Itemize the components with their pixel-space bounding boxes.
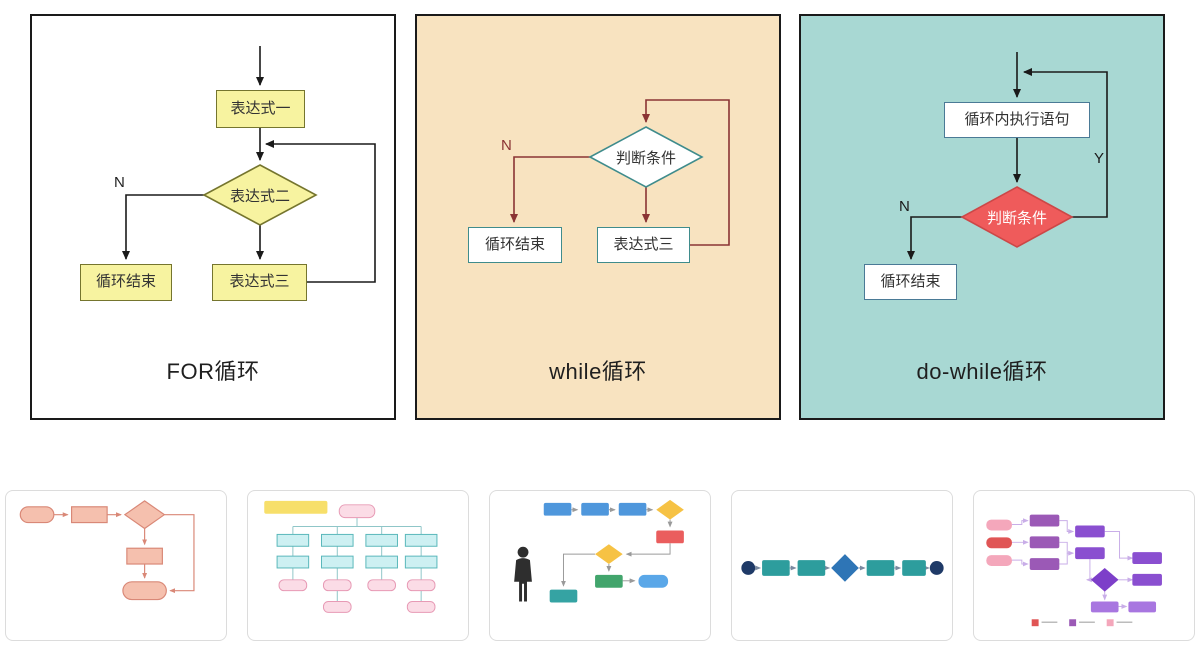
arrow-loop-back-y <box>1023 68 1108 218</box>
node-loop-end: 循环结束 <box>468 227 562 263</box>
branch-n-label: N <box>899 198 910 215</box>
node-loop-body: 循环内执行语句 <box>944 102 1090 138</box>
gallery-item-purple-flowchart[interactable] <box>973 490 1195 641</box>
diamond-expr2 <box>202 164 318 226</box>
branch-y-label: Y <box>1094 150 1105 167</box>
panel-do-while-loop: 循环内执行语句 判断条件 循环结束 N Y do-while循环 <box>799 14 1165 420</box>
legend-row <box>1031 619 1133 627</box>
arrow-loop-back <box>642 99 730 246</box>
diamond-condition <box>588 126 704 188</box>
panel-while-loop: 判断条件 循环结束 表达式三 N while循环 <box>415 14 781 420</box>
gallery-item-horizontal-pipeline[interactable] <box>731 490 953 641</box>
panel-for-loop: 表达式一 表达式二 循环结束 表达式三 N FOR循环 <box>30 14 396 420</box>
chart-title-badge <box>264 500 328 514</box>
gallery-item-salmon-flowchart[interactable] <box>5 490 227 641</box>
do-while-loop-connectors <box>907 52 1108 260</box>
arrow-branch-n <box>510 156 590 223</box>
node-expr1: 表达式一 <box>216 90 305 128</box>
person-figure <box>514 546 532 602</box>
root-node <box>338 504 376 519</box>
arrow-branch-n <box>907 216 962 260</box>
node-expr3: 表达式三 <box>597 227 690 263</box>
diamond-condition <box>960 186 1074 248</box>
template-gallery <box>5 490 1195 641</box>
for-loop-connectors <box>122 46 376 283</box>
branch-n-label: N <box>501 137 512 154</box>
salmon-flowchart-thumbnail <box>19 500 195 601</box>
arrow-loop-back <box>265 140 376 283</box>
process-flow-thumbnail <box>514 499 684 603</box>
purple-flowchart-thumbnail <box>986 514 1162 627</box>
arrow-branch-n <box>122 194 205 260</box>
panel-title-while: while循环 <box>549 359 647 384</box>
gallery-item-process-flow[interactable] <box>489 490 711 641</box>
node-loop-end: 循环结束 <box>864 264 957 300</box>
horizontal-pipeline-thumbnail <box>741 554 944 582</box>
panel-title-do-while: do-while循环 <box>916 359 1048 384</box>
panel-title-for: FOR循环 <box>166 359 260 384</box>
while-loop-connectors <box>510 99 730 246</box>
node-loop-end: 循环结束 <box>80 264 172 301</box>
tree-chart-thumbnail <box>264 500 438 613</box>
branch-n-label: N <box>114 174 125 191</box>
gallery-item-tree-chart[interactable] <box>247 490 469 641</box>
node-expr3: 表达式三 <box>212 264 307 301</box>
